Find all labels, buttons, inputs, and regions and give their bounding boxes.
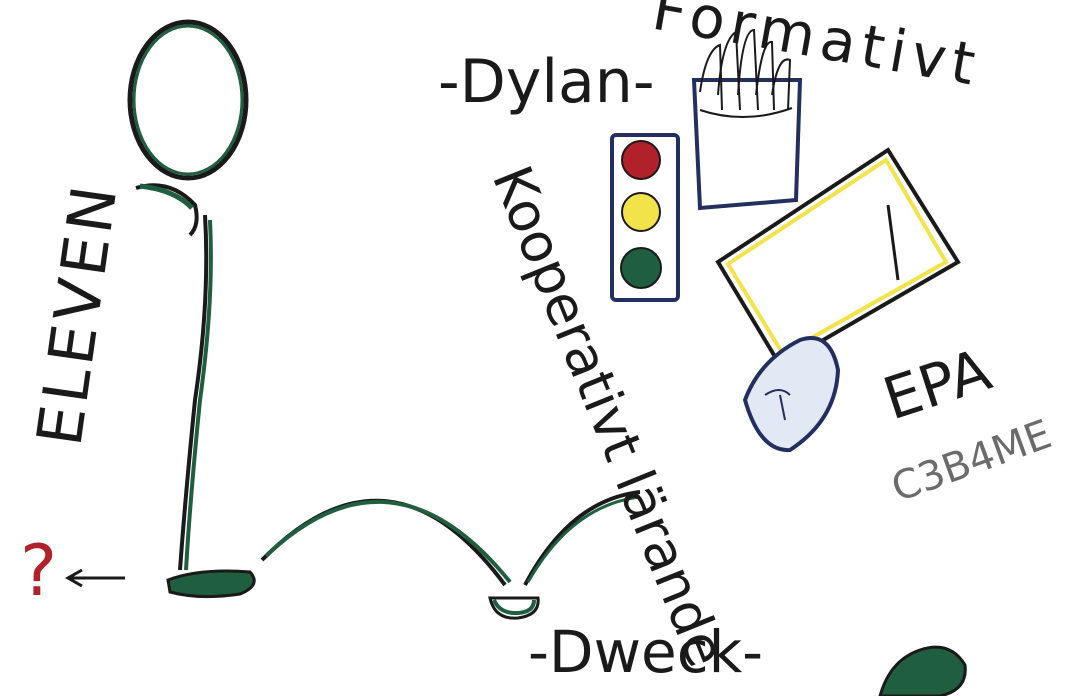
sponge-icon [742, 336, 841, 453]
label-dylan: -Dylan- [438, 47, 654, 117]
label-eleven: ELEVEN [23, 178, 132, 450]
whiteboard-icon [715, 147, 961, 368]
fries-icon [691, 28, 803, 211]
student-figure [127, 19, 256, 599]
label-epa: EPA [875, 335, 999, 433]
green-blob [878, 645, 967, 696]
question-mark: ? [20, 530, 57, 612]
arrow-left-icon [64, 568, 83, 588]
bounce-path [260, 490, 641, 620]
label-dweck: -Dweck- [528, 618, 763, 686]
question-marker [64, 568, 125, 588]
traffic-light-icon [610, 133, 680, 302]
